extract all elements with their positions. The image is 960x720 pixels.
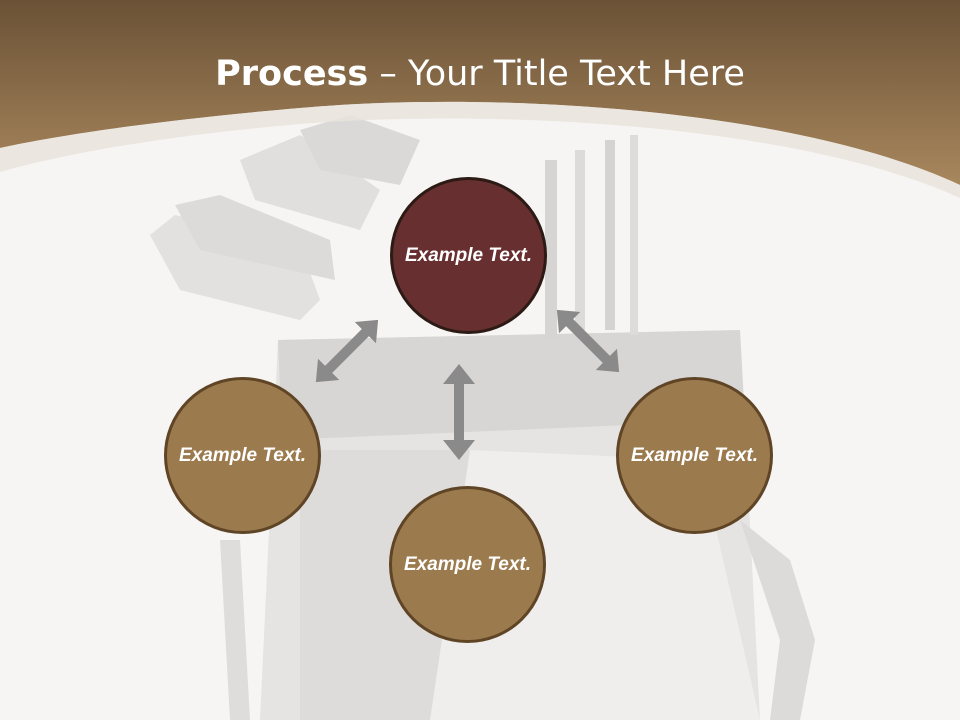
- header-banner: [0, 0, 960, 198]
- node-right: Example Text.: [616, 377, 773, 534]
- node-bottom: Example Text.: [389, 486, 546, 643]
- node-left: Example Text.: [164, 377, 321, 534]
- slide-title: Process – Your Title Text Here: [0, 52, 960, 96]
- arrow-top-right: [556, 309, 620, 373]
- node-top: Example Text.: [390, 177, 547, 334]
- title-rest: Your Title Text Here: [407, 54, 745, 94]
- arrow-vertical: [443, 364, 475, 460]
- title-dash: –: [368, 54, 408, 94]
- title-bold: Process: [215, 54, 369, 94]
- arrow-top-left: [315, 319, 379, 383]
